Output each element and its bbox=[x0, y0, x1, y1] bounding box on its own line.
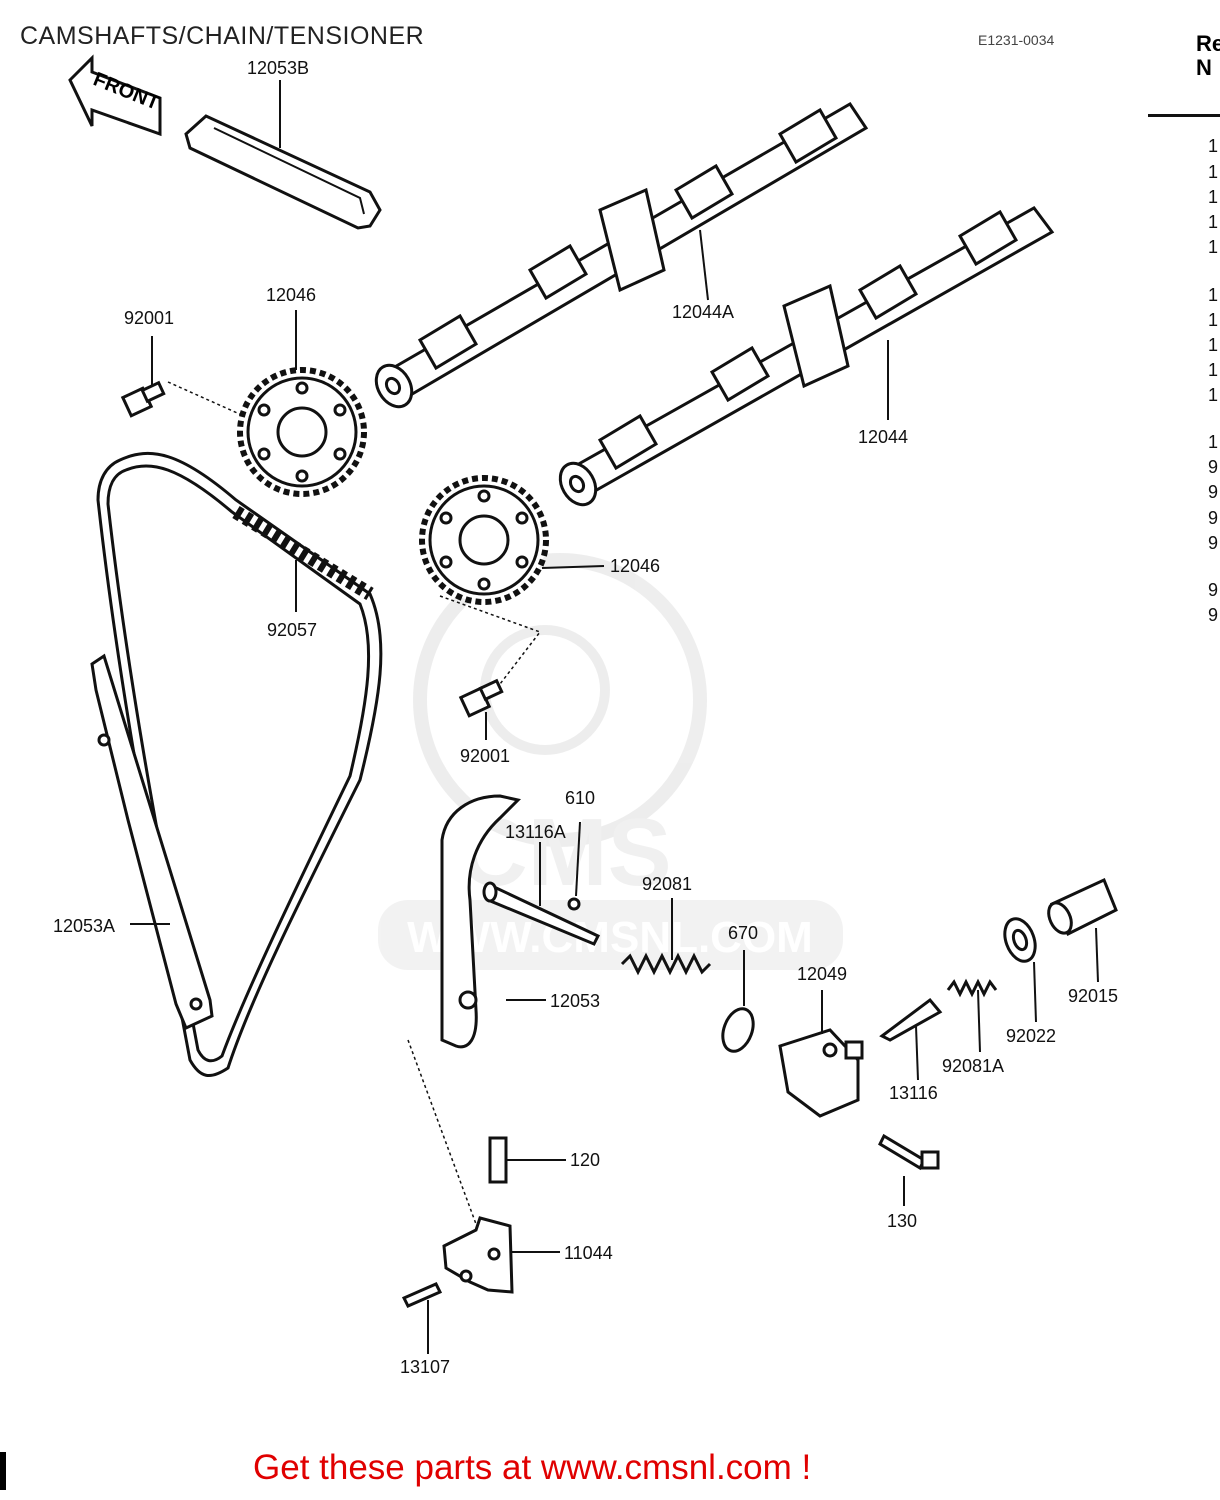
cam-sprocket-top bbox=[237, 310, 367, 497]
o-ring bbox=[721, 950, 755, 1053]
reference-item: 1 bbox=[1208, 385, 1219, 405]
label-12053: 12053 bbox=[550, 991, 601, 1011]
label-92001-mid: 92001 bbox=[460, 746, 511, 766]
watermark-mascot-face bbox=[480, 625, 610, 755]
reference-item: 9 bbox=[1208, 482, 1219, 502]
reference-item: 1 bbox=[1208, 310, 1219, 330]
reference-item: 9 bbox=[1208, 605, 1219, 625]
cam-sprocket-mid bbox=[419, 475, 605, 605]
tensioner-body bbox=[778, 990, 864, 1118]
tensioner-washer bbox=[1003, 917, 1037, 1023]
label-130: 130 bbox=[887, 1211, 918, 1231]
label-92015: 92015 bbox=[1068, 986, 1119, 1006]
page-title: CAMSHAFTS/CHAIN/TENSIONER bbox=[20, 22, 425, 50]
chain-guide-left bbox=[90, 653, 214, 1031]
label-670: 670 bbox=[728, 923, 759, 943]
reference-item: 1 bbox=[1208, 212, 1219, 232]
reference-item: 9 bbox=[1208, 580, 1219, 600]
reference-item: 9 bbox=[1208, 457, 1219, 477]
watermark-url: WWW.CMSNL.COM bbox=[407, 913, 813, 962]
bracket-assembly bbox=[401, 1039, 566, 1354]
label-12049: 12049 bbox=[797, 964, 848, 984]
label-12053A: 12053A bbox=[53, 916, 116, 936]
ref-header-line2: N bbox=[1196, 55, 1212, 80]
reference-item: 1 bbox=[1208, 187, 1219, 207]
tensioner-arm bbox=[440, 794, 546, 1049]
chain-guide-top bbox=[184, 80, 382, 230]
reference-item: 1 bbox=[1208, 136, 1219, 156]
reference-item: 1 bbox=[1208, 285, 1219, 305]
reference-column-header: Re N bbox=[1196, 32, 1220, 80]
reference-item: 1 bbox=[1208, 335, 1219, 355]
label-12044: 12044 bbox=[858, 427, 909, 447]
label-12046-top: 12046 bbox=[266, 285, 317, 305]
tensioner-cap bbox=[1047, 877, 1118, 983]
reference-item: 1 bbox=[1208, 360, 1219, 380]
tensioner-pushrod bbox=[482, 821, 601, 946]
tensioner-spring bbox=[620, 898, 712, 976]
label-12046-mid: 12046 bbox=[610, 556, 661, 576]
watermark-banner bbox=[378, 900, 843, 970]
exploded-parts-diagram: CMS WWW.CMSNL.COM FRONT bbox=[68, 54, 1118, 1354]
front-arrow-icon: FRONT bbox=[68, 54, 162, 137]
label-92022: 92022 bbox=[1006, 1026, 1057, 1046]
label-120: 120 bbox=[570, 1150, 601, 1170]
diagram-code: E1231-0034 bbox=[978, 32, 1055, 48]
label-610: 610 bbox=[565, 788, 596, 808]
reference-divider bbox=[1148, 114, 1220, 117]
label-12053B: 12053B bbox=[247, 58, 310, 78]
ref-header-line1: Re bbox=[1196, 31, 1220, 56]
camshaft-exhaust bbox=[374, 101, 869, 409]
sprocket-bolt-top bbox=[120, 336, 245, 418]
watermark: CMS WWW.CMSNL.COM bbox=[378, 553, 843, 970]
reference-item: 1 bbox=[1208, 237, 1219, 257]
watermark-mascot bbox=[413, 553, 707, 847]
reference-item: 1 bbox=[1208, 162, 1219, 182]
tensioner-bolt bbox=[878, 1133, 940, 1206]
label-12044A: 12044A bbox=[672, 302, 735, 322]
label-13116: 13116 bbox=[889, 1083, 938, 1103]
label-92057: 92057 bbox=[267, 620, 318, 640]
reference-item: 9 bbox=[1208, 533, 1219, 553]
reference-item: 1 bbox=[1208, 432, 1219, 452]
sprocket-bolt-mid bbox=[439, 595, 542, 740]
camshaft-intake bbox=[558, 206, 1055, 507]
tensioner-small-spring bbox=[946, 978, 998, 1053]
page-edge-mark bbox=[0, 1452, 6, 1490]
label-13116A: 13116A bbox=[505, 822, 566, 842]
cam-chain bbox=[96, 451, 383, 1077]
label-11044: 11044 bbox=[564, 1243, 613, 1263]
label-92081A: 92081A bbox=[942, 1056, 1005, 1076]
label-92001-top: 92001 bbox=[124, 308, 175, 328]
reference-item: 9 bbox=[1208, 508, 1219, 528]
footer-promo: Get these parts at www.cmsnl.com ! bbox=[253, 1448, 812, 1487]
label-92081: 92081 bbox=[642, 874, 693, 894]
label-13107: 13107 bbox=[400, 1357, 451, 1377]
tensioner-plunger bbox=[879, 997, 943, 1081]
